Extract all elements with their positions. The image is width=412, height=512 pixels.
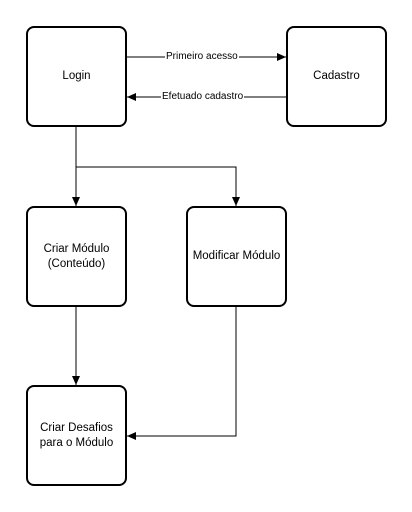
node-modificar-modulo-label: Modificar Módulo [192, 250, 281, 262]
node-cadastro-label: Cadastro [313, 70, 360, 82]
node-login-label: Login [62, 70, 91, 82]
edge-login-to-modificar-modulo [76, 166, 240, 206]
node-login: Login [26, 26, 127, 127]
node-criar-desafios-label: Criar Desafios para o Módulo [39, 421, 114, 449]
node-cadastro: Cadastro [286, 26, 387, 127]
edge-modificar-modulo-to-criar-desafios [127, 307, 237, 440]
node-criar-desafios: Criar Desafios para o Módulo [26, 385, 127, 486]
edge-label-efetuado-cadastro: Efetuado cadastro [161, 91, 245, 103]
node-criar-modulo: Criar Módulo (Conteúdo) [26, 206, 127, 307]
node-modificar-modulo: Modificar Módulo [186, 206, 287, 307]
node-criar-modulo-label: Criar Módulo (Conteúdo) [43, 242, 110, 270]
edge-label-primeiro-acesso: Primeiro acesso [165, 51, 239, 63]
